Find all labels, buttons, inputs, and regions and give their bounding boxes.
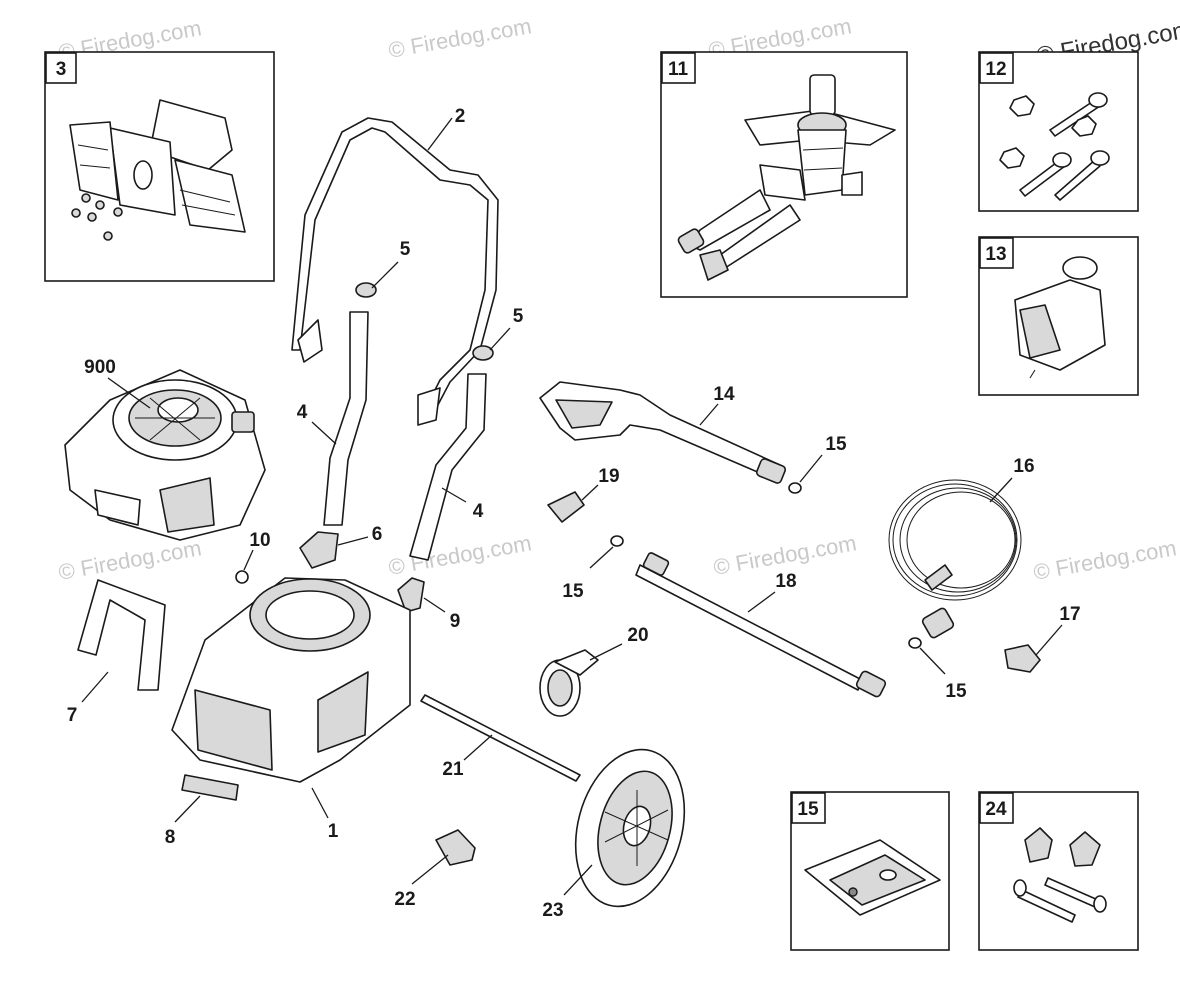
kit-box-3: 3 [44,51,275,282]
axle-part [420,694,581,782]
kit-label: 11 [668,59,689,80]
wand-part [635,552,887,698]
leader-lines [81,117,1063,896]
kit-box-15: 15 [790,791,950,951]
kit-box-12: 12 [978,51,1139,212]
callout-label: 14 [713,384,735,405]
callout-label: 19 [598,466,619,487]
kit-label: 24 [985,799,1007,820]
callout-label: 15 [945,681,967,702]
clamp-part [299,531,339,569]
watermark: © Firedog.com [387,530,534,580]
nozzle-kit-drawing [804,839,941,916]
kit-label: 12 [985,59,1006,80]
grip-part [77,579,166,691]
o-ring-part [788,482,802,494]
handle-part [291,117,499,426]
callout-label: 4 [473,501,484,522]
watermark: © Firedog.com [1032,535,1179,585]
plug-part [472,345,494,361]
hose-part [888,479,1022,639]
callout-label: 1 [328,821,339,842]
callout-label: 9 [450,611,461,632]
callout-label: 5 [400,239,411,260]
kit-box-13: 13 [978,236,1139,396]
spray-gun-part [539,381,787,484]
fitting-part [1004,644,1041,673]
watermark: © Firedog.com [387,13,534,63]
callout-label: 15 [825,434,847,455]
callout-label: 23 [542,900,563,921]
kit-label: 3 [56,59,67,80]
callout-labels: 2 5 5 900 4 4 6 10 9 7 8 1 14 15 19 15 1… [67,106,1081,921]
engine-part [64,369,266,541]
callout-label: 22 [394,889,415,910]
callout-label: 2 [455,106,466,127]
callout-label: 16 [1013,456,1034,477]
callout-label: 6 [372,524,383,545]
kit-label: 13 [985,244,1006,265]
handle-mount-kit-drawing [69,99,246,241]
kit-box-24: 24 [978,791,1139,951]
callout-label: 21 [442,759,464,780]
callout-label: 8 [165,827,176,848]
ring-part [235,570,249,584]
sleeve-part [181,774,239,801]
callout-label: 7 [67,705,78,726]
bolt-kit-drawing [999,92,1110,201]
tank-kit-drawing [1014,256,1106,379]
callout-label: 4 [297,402,308,423]
nozzle-part [539,649,599,717]
callout-label: 17 [1059,604,1080,625]
callout-label: 20 [627,625,648,646]
watermark: © Firedog.com [57,535,204,585]
tube-part [409,373,487,561]
o-ring-part [610,535,624,547]
wheel-part [574,748,686,908]
frame-part [171,577,411,783]
callout-label: 15 [562,581,584,602]
knob-kit-drawing [1013,827,1107,923]
adapter-part [547,491,585,523]
callout-label: 10 [249,530,270,551]
pump-kit-drawing [677,74,896,281]
kit-box-11: 11 [660,51,908,298]
callout-label: 5 [513,306,524,327]
callout-label: 900 [84,357,116,378]
plug-part [355,282,377,298]
kit-label: 15 [797,799,819,820]
callout-label: 18 [775,571,796,592]
o-ring-part [908,637,922,649]
tube-part [323,311,369,526]
